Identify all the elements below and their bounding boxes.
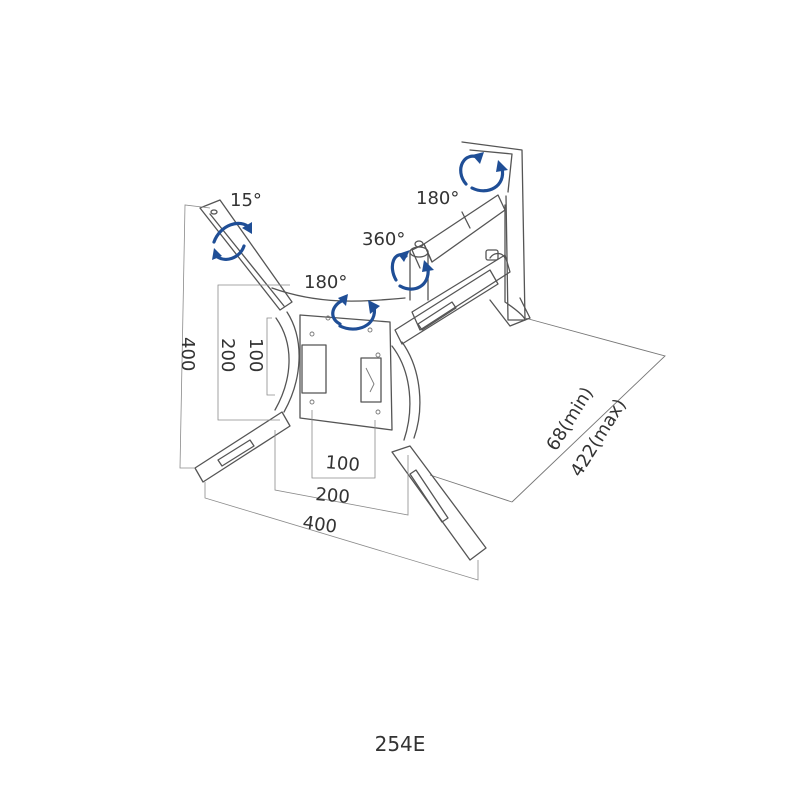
- lower-left-bracket: [194, 411, 291, 483]
- extension-floor-projection: [429, 317, 666, 503]
- rotate-angle-label: 360°: [362, 229, 405, 250]
- tilt-arrow-icon: [212, 221, 252, 261]
- rotate-arrow-icon: [390, 250, 434, 291]
- model-number: 254E: [374, 732, 426, 756]
- swivel-top-arrow-icon: [459, 152, 508, 193]
- lower-right-bracket: [391, 445, 487, 561]
- vesa-horizontal-400-label: 400: [301, 512, 338, 538]
- vesa-horizontal-200-label: 200: [315, 484, 351, 508]
- vesa-horizontal-100-label: 100: [325, 452, 361, 476]
- lower-arm: [411, 249, 511, 331]
- swivel-knob: [409, 240, 429, 301]
- right-diagonal-bracket: [394, 269, 499, 345]
- vesa-vertical-dimensions: [179, 204, 290, 469]
- swivel-plate-angle-label: 180°: [304, 272, 347, 293]
- tilt-angle-label: 15°: [230, 190, 262, 211]
- vesa-vertical-100-label: 100: [245, 338, 266, 372]
- adapter-plate: [274, 311, 421, 441]
- vesa-horizontal-dimensions: [204, 410, 479, 581]
- vesa-vertical-200-label: 200: [217, 338, 238, 372]
- vesa-vertical-400-label: 400: [177, 337, 198, 371]
- swivel-plate-arrow-icon: [331, 294, 380, 331]
- wall-plate: [461, 141, 531, 327]
- swivel-top-angle-label: 180°: [416, 188, 459, 209]
